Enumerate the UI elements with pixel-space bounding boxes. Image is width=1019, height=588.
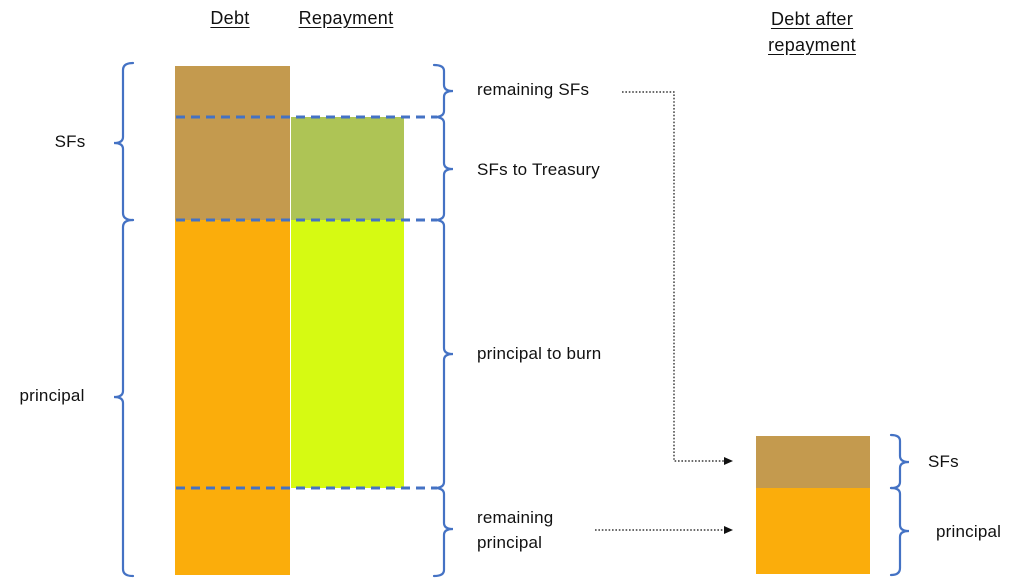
repayment-column-header: Repayment <box>298 8 394 28</box>
left-brace-sfs <box>113 61 135 222</box>
label-remaining-sfs: remaining SFs <box>477 80 590 99</box>
arrowhead-remaining-sfs <box>724 457 733 465</box>
label-remaining-principal-line1: remaining <box>477 508 554 527</box>
after-label-principal: principal <box>936 522 1002 541</box>
after-bar-principal-segment <box>756 488 870 574</box>
left-label-principal: principal <box>19 386 85 405</box>
label-remaining-principal-line2: principal <box>477 533 543 552</box>
debt-column-header: Debt <box>210 8 250 28</box>
left-brace-principal <box>113 218 135 578</box>
debt-after-repayment-header: Debt after repayment <box>742 6 882 58</box>
after-label-sfs: SFs <box>928 452 959 471</box>
right-brace-sfs-to-treasury <box>432 115 454 222</box>
right-brace-remaining-sfs <box>432 63 454 119</box>
after-brace-principal <box>889 486 910 577</box>
right-brace-principal-to-burn <box>432 218 454 490</box>
left-label-sfs: SFs <box>54 132 86 151</box>
label-remaining-principal: remaining principal <box>477 505 587 555</box>
debt-after-repayment-header-line2: repayment <box>768 35 856 55</box>
arrow-remaining-sfs <box>622 91 724 462</box>
right-brace-remaining-principal <box>432 486 454 578</box>
label-sfs-to-treasury: SFs to Treasury <box>477 160 600 179</box>
debt-after-repayment-header-line1: Debt after <box>770 9 854 29</box>
arrowhead-remaining-principal <box>724 526 733 534</box>
debt-bar-sfs-segment <box>175 66 290 220</box>
repayment-bar-sfs-to-treasury-segment <box>291 117 404 220</box>
debt-bar-principal-segment <box>175 220 290 575</box>
label-principal-to-burn: principal to burn <box>477 344 602 363</box>
after-brace-sfs <box>889 433 910 490</box>
repayment-bar-principal-to-burn-segment <box>291 220 404 488</box>
after-bar-sfs-segment <box>756 436 870 488</box>
